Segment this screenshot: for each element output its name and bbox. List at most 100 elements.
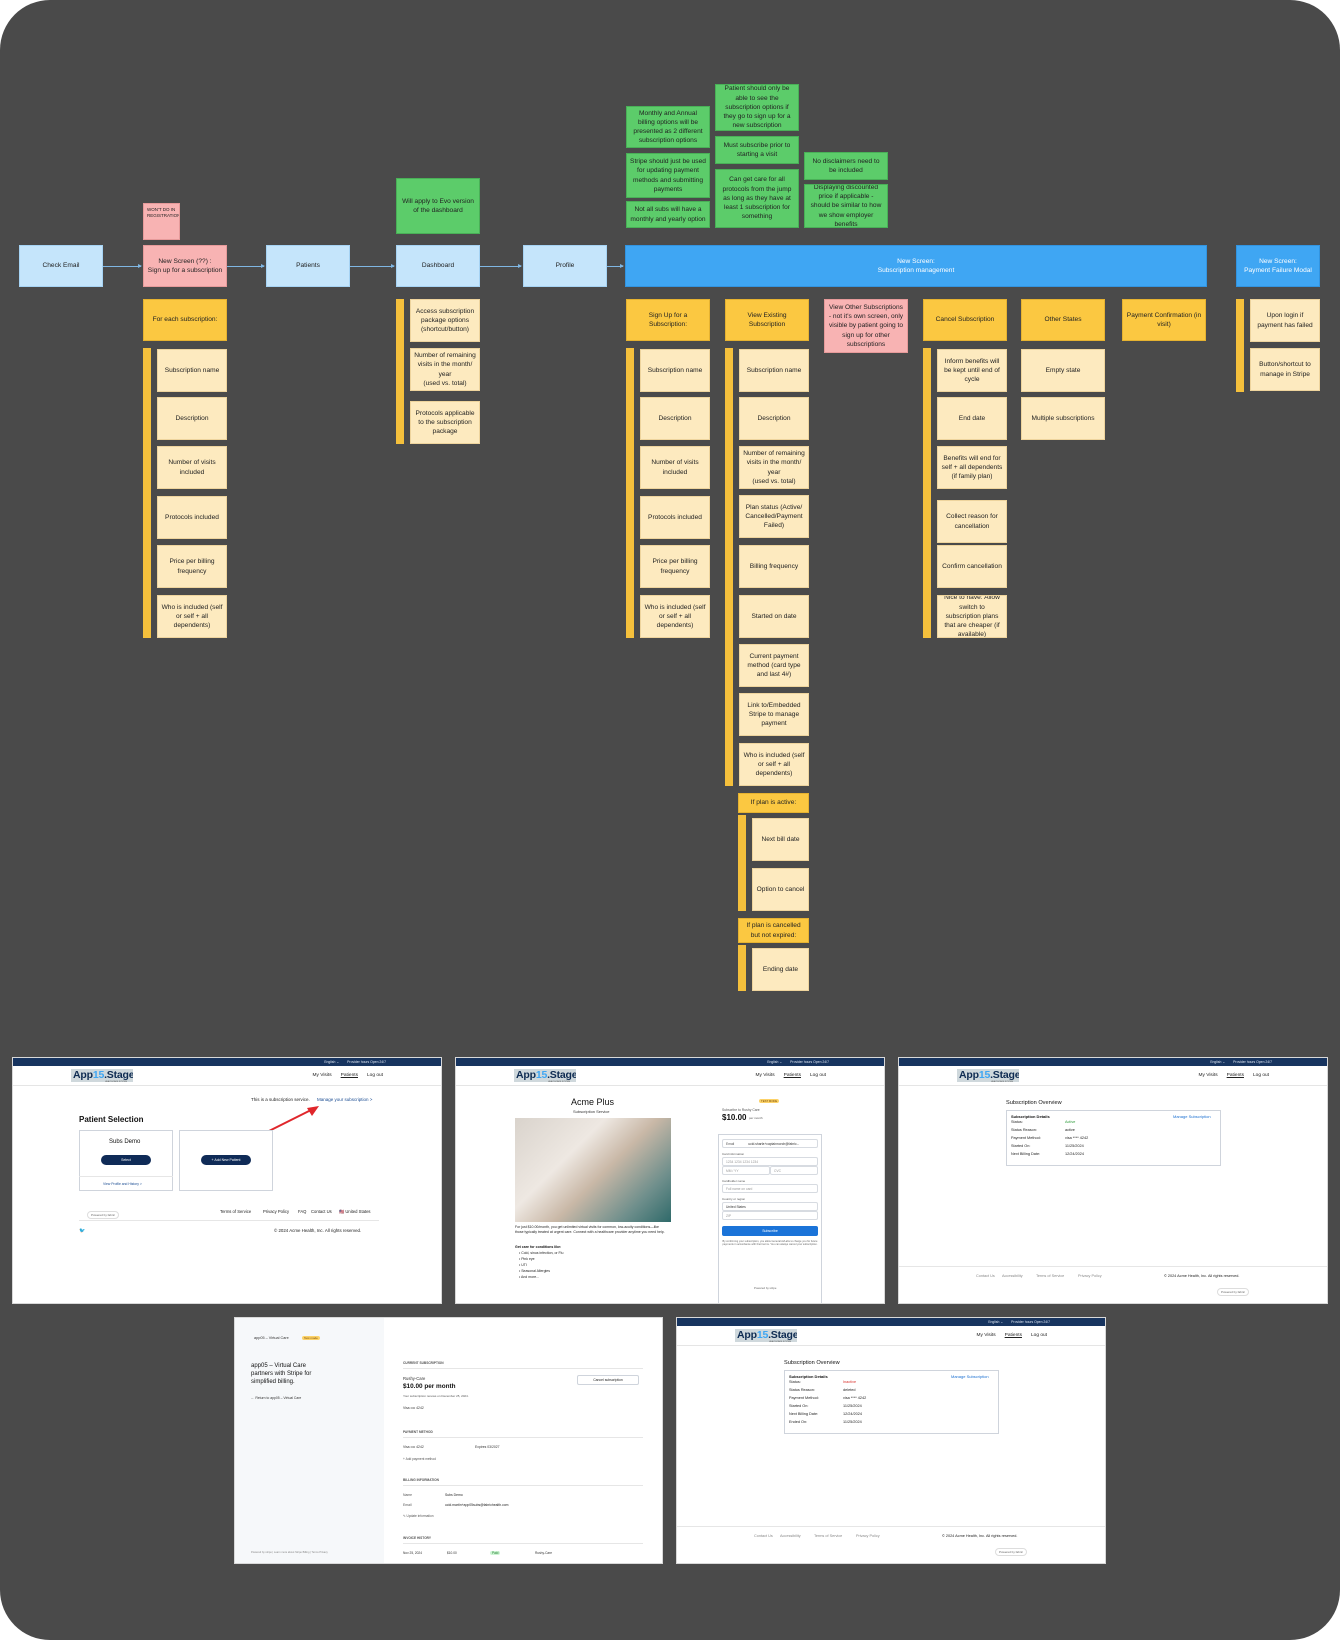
sticky-note-col-active: Next bill date bbox=[752, 818, 809, 861]
sticky-note-col-view: Current payment method (card type and la… bbox=[739, 644, 809, 687]
language-selector[interactable]: English ⌄ bbox=[767, 1060, 783, 1064]
section-header: Other States bbox=[1021, 299, 1105, 341]
test-mode-badge: TEST MODE bbox=[759, 1099, 780, 1103]
footer-link[interactable]: Privacy Policy bbox=[856, 1534, 880, 1538]
utility-bar: English ⌄ Provider hours Open 24/7 bbox=[899, 1058, 1327, 1066]
manage-subscription-link[interactable]: Manage Subscription bbox=[951, 1374, 989, 1379]
logo-text: 15 bbox=[756, 1329, 769, 1341]
section-header: If plan is active: bbox=[738, 793, 809, 813]
billing-info-heading: BILLING INFORMATION bbox=[403, 1478, 439, 1482]
view-profile-link[interactable]: View Profile and History > bbox=[103, 1182, 142, 1186]
nav-link[interactable]: Patients bbox=[1226, 1073, 1244, 1078]
nav-link[interactable]: Log out bbox=[1252, 1073, 1269, 1078]
header-divider bbox=[677, 1345, 1105, 1346]
detail-label: Payment Method: bbox=[1011, 1136, 1041, 1140]
nav-link[interactable]: My Visits bbox=[976, 1333, 996, 1338]
logo-text: App bbox=[516, 1069, 536, 1081]
portal-footer: Powered by stripe | Learn more about Str… bbox=[251, 1551, 328, 1554]
expiry-input[interactable]: MM / YY bbox=[722, 1166, 770, 1175]
nav-link[interactable]: Log out bbox=[1030, 1333, 1047, 1338]
main-nav: My Visits Patients Log out bbox=[977, 1333, 1047, 1338]
main-nav: My Visits Patients Log out bbox=[313, 1073, 383, 1078]
app-logo[interactable]: App15.Stage bbox=[735, 1329, 797, 1342]
sticky-note-col-view: Who is included (self or self + all depe… bbox=[739, 743, 809, 786]
nav-link[interactable]: Patients bbox=[340, 1073, 358, 1078]
footer-link[interactable]: 🇺🇸 United States bbox=[339, 1209, 371, 1214]
product-subtitle: Subscription Service bbox=[573, 1109, 610, 1114]
card-label: Card information bbox=[722, 1152, 745, 1156]
sticky-note-col-view: Description bbox=[739, 397, 809, 440]
app-logo[interactable]: App15.Stage bbox=[514, 1069, 576, 1082]
footer-link[interactable]: Terms of Service bbox=[814, 1534, 843, 1538]
condition-item: • UTI bbox=[519, 1263, 527, 1267]
twitter-icon[interactable]: 🐦 bbox=[79, 1228, 86, 1234]
language-selector[interactable]: English ⌄ bbox=[988, 1320, 1004, 1324]
footer-link[interactable]: Contact Us bbox=[754, 1534, 773, 1538]
nav-link[interactable]: Log out bbox=[809, 1073, 826, 1078]
overview-title: Subscription Overview bbox=[1006, 1100, 1062, 1106]
footer-link[interactable]: Privacy Policy bbox=[1078, 1274, 1102, 1278]
logo-subtitle: HEALTHCARE SYSTEM bbox=[548, 1081, 571, 1083]
cancel-subscription-button[interactable]: Cancel subscription bbox=[577, 1375, 639, 1385]
app-logo[interactable]: App15.Stage bbox=[957, 1069, 1019, 1082]
footer-link[interactable]: Terms of Service bbox=[1036, 1274, 1065, 1278]
swimlane-bar bbox=[626, 348, 634, 638]
card-number-input[interactable]: 1234 1234 1234 1234 bbox=[722, 1157, 818, 1166]
select-button[interactable]: Select bbox=[101, 1155, 151, 1165]
detail-label: Started On: bbox=[789, 1404, 809, 1408]
detail-label: Status Reason: bbox=[789, 1388, 815, 1392]
nav-link[interactable]: My Visits bbox=[1198, 1073, 1218, 1078]
language-selector[interactable]: English ⌄ bbox=[324, 1060, 340, 1064]
manage-subscription-link[interactable]: Manage your subscription > bbox=[317, 1097, 373, 1102]
subscribe-button[interactable]: Subscribe bbox=[722, 1226, 818, 1236]
nav-link[interactable]: Patients bbox=[783, 1073, 801, 1078]
footer-link[interactable]: Terms of Service bbox=[220, 1209, 252, 1214]
plan-price: $10.00 per month bbox=[403, 1383, 456, 1390]
nav-link[interactable]: My Visits bbox=[312, 1073, 332, 1078]
footer-link[interactable]: Accessibility bbox=[1002, 1274, 1023, 1278]
cvc-input[interactable]: CVC bbox=[770, 1166, 818, 1175]
sticky-note-col-signup2: Price per billing frequency bbox=[640, 545, 710, 588]
sticky-note-col-signup2: Who is included (self or self + all depe… bbox=[640, 595, 710, 638]
sticky-note-view-other-subs: View Other Subscriptions - not it's own … bbox=[824, 299, 908, 353]
portal-sidebar bbox=[235, 1318, 384, 1563]
footer-link[interactable]: Contact Us bbox=[311, 1209, 332, 1214]
details-title: Subscription Details bbox=[789, 1374, 828, 1379]
app-logo[interactable]: App15.Stage bbox=[71, 1069, 133, 1082]
plan-name: Rushy-Care bbox=[403, 1376, 426, 1381]
section-divider bbox=[403, 1485, 643, 1486]
footer-link[interactable]: Accessibility bbox=[780, 1534, 801, 1538]
provider-hours: Provider hours Open 24/7 bbox=[1233, 1060, 1272, 1064]
sticky-note-green: Will apply to Evo version of the dashboa… bbox=[396, 178, 480, 234]
powered-by: Powered by fabric bbox=[995, 1548, 1028, 1556]
swimlane-bar bbox=[738, 815, 746, 911]
billing-name-value: Subs Demo bbox=[445, 1493, 463, 1497]
footer-link[interactable]: Privacy Policy bbox=[263, 1209, 290, 1214]
add-patient-button[interactable]: + Add New Patient bbox=[201, 1155, 251, 1165]
zip-input[interactable]: ZIP bbox=[722, 1211, 818, 1220]
language-selector[interactable]: English ⌄ bbox=[1210, 1060, 1226, 1064]
price: $10.00 bbox=[722, 1113, 747, 1122]
logo-text: .Stage bbox=[547, 1069, 576, 1081]
add-payment-link[interactable]: + Add payment method bbox=[403, 1457, 436, 1461]
nav-link[interactable]: Patients bbox=[1004, 1333, 1022, 1338]
footer-link[interactable]: FAQ bbox=[298, 1209, 307, 1214]
powered-by: Powered by fabric bbox=[1217, 1288, 1250, 1296]
nav-link[interactable]: Log out bbox=[366, 1073, 383, 1078]
cardholder-input[interactable]: Full name on card bbox=[722, 1184, 818, 1193]
flow-node-payment-failure-modal: New Screen: Payment Failure Modal bbox=[1236, 245, 1320, 287]
country-select[interactable]: United States bbox=[722, 1202, 818, 1211]
return-link[interactable]: ← Return to app05 – Virtual Care bbox=[251, 1396, 302, 1400]
sticky-note-col-cancel: Benefits will end for self + all depende… bbox=[937, 446, 1007, 489]
nav-link[interactable]: My Visits bbox=[755, 1073, 775, 1078]
cardholder-label: Cardholder name bbox=[722, 1179, 746, 1183]
manage-subscription-link[interactable]: Manage Subscription bbox=[1173, 1114, 1211, 1119]
footer-link[interactable]: Contact Us bbox=[976, 1274, 995, 1278]
update-info-link[interactable]: ✎ Update information bbox=[403, 1514, 434, 1518]
sticky-note-col-signup2: Subscription name bbox=[640, 349, 710, 392]
